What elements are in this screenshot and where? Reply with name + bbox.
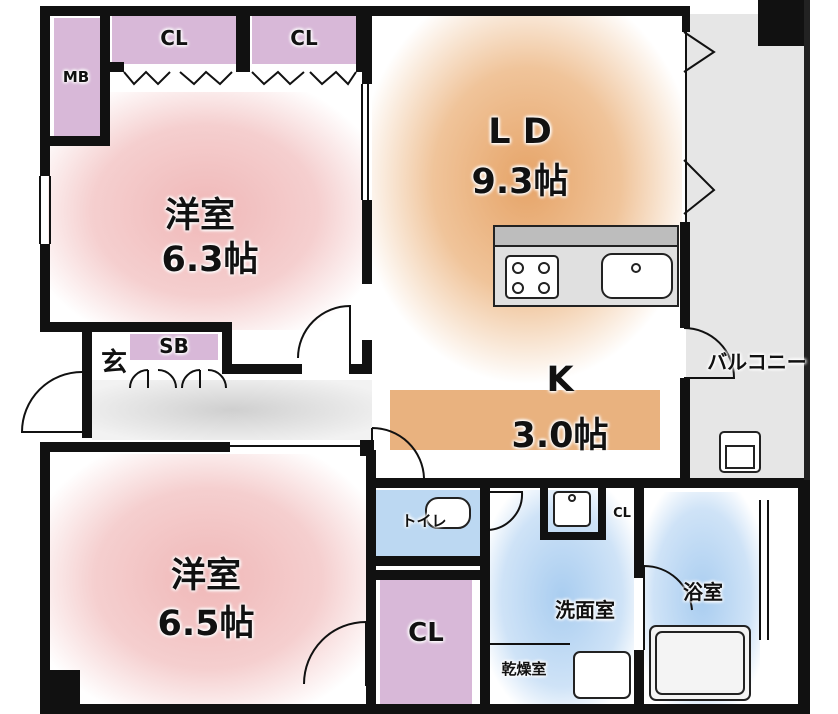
openings	[20, 31, 769, 686]
closet-1-area	[112, 16, 236, 64]
dryer-room-label: 乾燥室	[501, 660, 547, 678]
closet-3-area	[380, 578, 472, 704]
living-dining-size: 9.3帖	[471, 162, 569, 202]
western-room-2-size: 6.5帖	[157, 604, 255, 644]
closet-small-label: CL	[613, 506, 631, 521]
sb-area	[130, 334, 218, 360]
fixtures	[425, 225, 761, 701]
closet-1-label: CL	[160, 26, 188, 50]
bathroom-label: 浴室	[683, 580, 723, 604]
western-room-1-name: 洋室	[164, 196, 235, 236]
entrance-label: 玄	[100, 348, 127, 378]
closet-2-area	[252, 16, 356, 64]
closet-2-label: CL	[290, 26, 318, 50]
kitchen-name: K	[546, 360, 574, 400]
walls	[40, 0, 810, 714]
balcony-area	[686, 14, 808, 480]
meter-box-label: MB	[62, 68, 90, 86]
bathtub-icon	[649, 625, 751, 701]
living-dining-area	[372, 14, 682, 384]
kitchen-size: 3.0帖	[511, 416, 609, 456]
balcony-label: バルコニー	[707, 350, 807, 374]
western-room-2-area	[50, 454, 366, 704]
stove-icon	[505, 255, 559, 299]
wash-basin-icon	[553, 491, 591, 527]
sink-icon	[601, 253, 673, 299]
closet-3-label: CL	[408, 618, 444, 648]
kitchen-area	[390, 390, 660, 450]
mb-area	[54, 18, 100, 136]
western-room-2-name: 洋室	[170, 556, 241, 596]
shoe-box-label: SB	[159, 334, 189, 358]
ac-unit-icon	[719, 431, 761, 473]
washroom-label: 洗面室	[555, 598, 615, 622]
living-dining-name: L D	[488, 112, 552, 152]
toilet-icon	[425, 497, 471, 529]
washer-icon	[573, 651, 631, 699]
toilet-label: トイレ	[401, 512, 447, 530]
entrance-corridor	[92, 380, 372, 440]
western-room-1-size: 6.3帖	[161, 240, 259, 280]
